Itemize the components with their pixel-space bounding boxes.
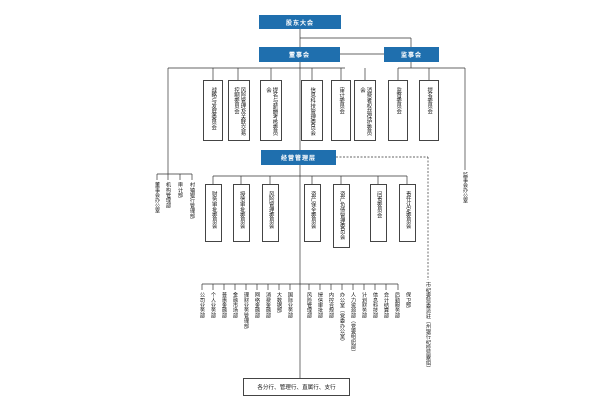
board-committee-label: 信息科技管理委员会 (309, 87, 316, 136)
board-of-directors-box: 董事会 (259, 47, 340, 62)
board-of-supervisors-box: 监事会 (384, 47, 439, 62)
mgmt-committee-credit: 授信审批委员会 (233, 184, 250, 242)
board-office-label: 董事会办公室 (154, 182, 160, 214)
department-label: 理财业务管理部 (243, 292, 249, 329)
department-label: 会计结算部 (383, 292, 389, 318)
board-committee-nomination: 提名与薪酬考核委员会 (260, 80, 282, 141)
mgmt-committee-label: 财务审批委员会 (210, 191, 217, 229)
board-office-label: 机构管理部 (165, 182, 171, 208)
mgmt-committee-finance: 财务审批委员会 (205, 184, 222, 242)
department-label: 内控合规部 (328, 292, 334, 318)
mgmt-committee-label: 问责委员会 (375, 191, 382, 218)
department-label: 网络金融部 (254, 292, 260, 318)
mgmt-committee-label: 授信审批委员会 (238, 191, 245, 229)
department-label: 国际业务部 (287, 292, 293, 318)
mgmt-committee-label: 责任认定委员会 (404, 191, 411, 229)
department-label: 金融市场部 (232, 292, 238, 318)
board-committee-audit: 审计委员会 (331, 80, 351, 141)
discipline-inspection-label: 市纪委监委派驻（州银行纪检监察组） (425, 282, 431, 371)
board-committee-strategy: 战略与发展委员会 (203, 80, 223, 141)
board-committee-risk: 风险管理及关联交易控制委员会 (228, 80, 250, 141)
mgmt-committee-alm: 资产负债管理委员会 (333, 184, 350, 248)
mgmt-committee-accountability: 问责委员会 (370, 184, 387, 242)
supervisor-committee-label: 监督委员会 (395, 87, 402, 114)
board-committee-label: 战略与发展委员会 (210, 87, 217, 131)
board-committee-label: 消费者权益保护委员会 (359, 87, 372, 136)
board-office-label: 审计部 (177, 182, 183, 198)
shareholders-meeting-box: 股东大会 (259, 15, 341, 29)
department-label: 风险管理部 (306, 292, 312, 318)
department-label: 大数据部 (276, 292, 282, 313)
board-office-label: 村镇银行管理部 (189, 182, 195, 219)
mgmt-committee-risk: 风险管理委员会 (262, 184, 279, 242)
supervisor-committee-label: 提名委员会 (426, 87, 433, 114)
board-committee-label: 提名与薪酬考核委员会 (265, 87, 278, 136)
department-label: 办公室（党委办公室） (339, 292, 345, 344)
board-committee-label: 风险管理及关联交易控制委员会 (233, 87, 246, 136)
mgmt-committee-responsibility: 责任认定委员会 (399, 184, 416, 242)
department-label: 普惠金融部 (221, 292, 227, 318)
board-committee-consumer: 消费者权益保护委员会 (354, 80, 376, 141)
department-label: 授信审批部 (317, 292, 323, 318)
management-box: 经营管理层 (261, 150, 336, 165)
department-label: 计划财务部 (361, 292, 367, 318)
department-label: 个人业务部 (210, 292, 216, 318)
branches-box: 各分行、管理行、直属行、支行 (243, 378, 350, 396)
department-label: 后勤服务部 (394, 292, 400, 318)
mgmt-committee-label: 资产负债管理委员会 (338, 191, 345, 240)
department-label: 消费金融部 (265, 292, 271, 318)
board-committee-it: 信息科技管理委员会 (301, 80, 323, 141)
supervisor-committee-nomination: 提名委员会 (419, 80, 439, 141)
department-label: 人力资源部（党委组织部） (350, 292, 356, 355)
department-label: 信息科技部 (372, 292, 378, 318)
board-committee-label: 审计委员会 (338, 87, 345, 114)
mgmt-committee-label: 风险管理委员会 (267, 191, 274, 229)
mgmt-committee-asset-preservation: 资产保全委员会 (304, 184, 321, 242)
department-label: 保卫部 (405, 292, 411, 308)
supervisor-committee-oversight: 监督委员会 (388, 80, 408, 141)
supervisor-office-label: 监事会办公室 (462, 172, 468, 204)
department-label: 公司业务部 (199, 292, 205, 318)
mgmt-committee-label: 资产保全委员会 (309, 191, 316, 229)
